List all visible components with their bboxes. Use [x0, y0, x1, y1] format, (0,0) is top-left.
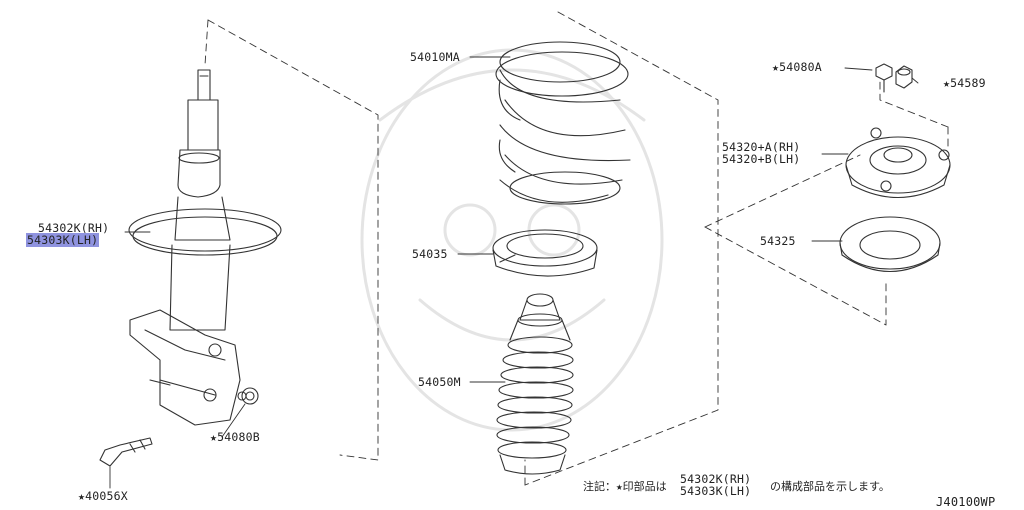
label-spring[interactable]: 54010MA: [410, 50, 460, 64]
diagram-id: J40100WP: [936, 495, 996, 509]
label-strut-rh[interactable]: 54302K(RH): [38, 221, 110, 235]
label-nut-top[interactable]: ★54080A: [772, 60, 822, 74]
top-nuts: [875, 63, 913, 93]
strut-assembly: [99, 69, 282, 467]
label-mount-rh[interactable]: 54320+A(RH): [722, 140, 801, 154]
label-bearing[interactable]: 54325: [760, 234, 796, 248]
label-bolt[interactable]: ★40056X: [78, 489, 128, 503]
label-bound-bumper[interactable]: 54050M: [418, 375, 461, 389]
label-mount-lh[interactable]: 54320+B(LH): [722, 152, 801, 166]
label-nut-strut[interactable]: ★54080B: [210, 430, 260, 444]
note-suffix: の構成部品を示します。: [770, 480, 890, 493]
mount-bearing: [839, 216, 941, 272]
label-nut-top2[interactable]: ★54589: [943, 76, 986, 90]
label-strut-lh-highlight[interactable]: 54303K(LH): [26, 233, 100, 247]
note-part-rh[interactable]: 54302K(RH): [680, 472, 752, 486]
dashed-guides: [204, 11, 949, 486]
label-strut-lh[interactable]: 54303K(LH): [26, 233, 100, 247]
bound-bumper: [496, 293, 574, 475]
leader-lines: [109, 56, 919, 489]
note-part-lh[interactable]: 54303K(LH): [680, 484, 752, 498]
coil-spring: [495, 41, 631, 205]
strut-mount: [845, 127, 951, 198]
spring-seat: [492, 229, 598, 277]
note-prefix: 注記：★印部品は: [583, 480, 667, 493]
label-spring-seat[interactable]: 54035: [412, 247, 448, 261]
